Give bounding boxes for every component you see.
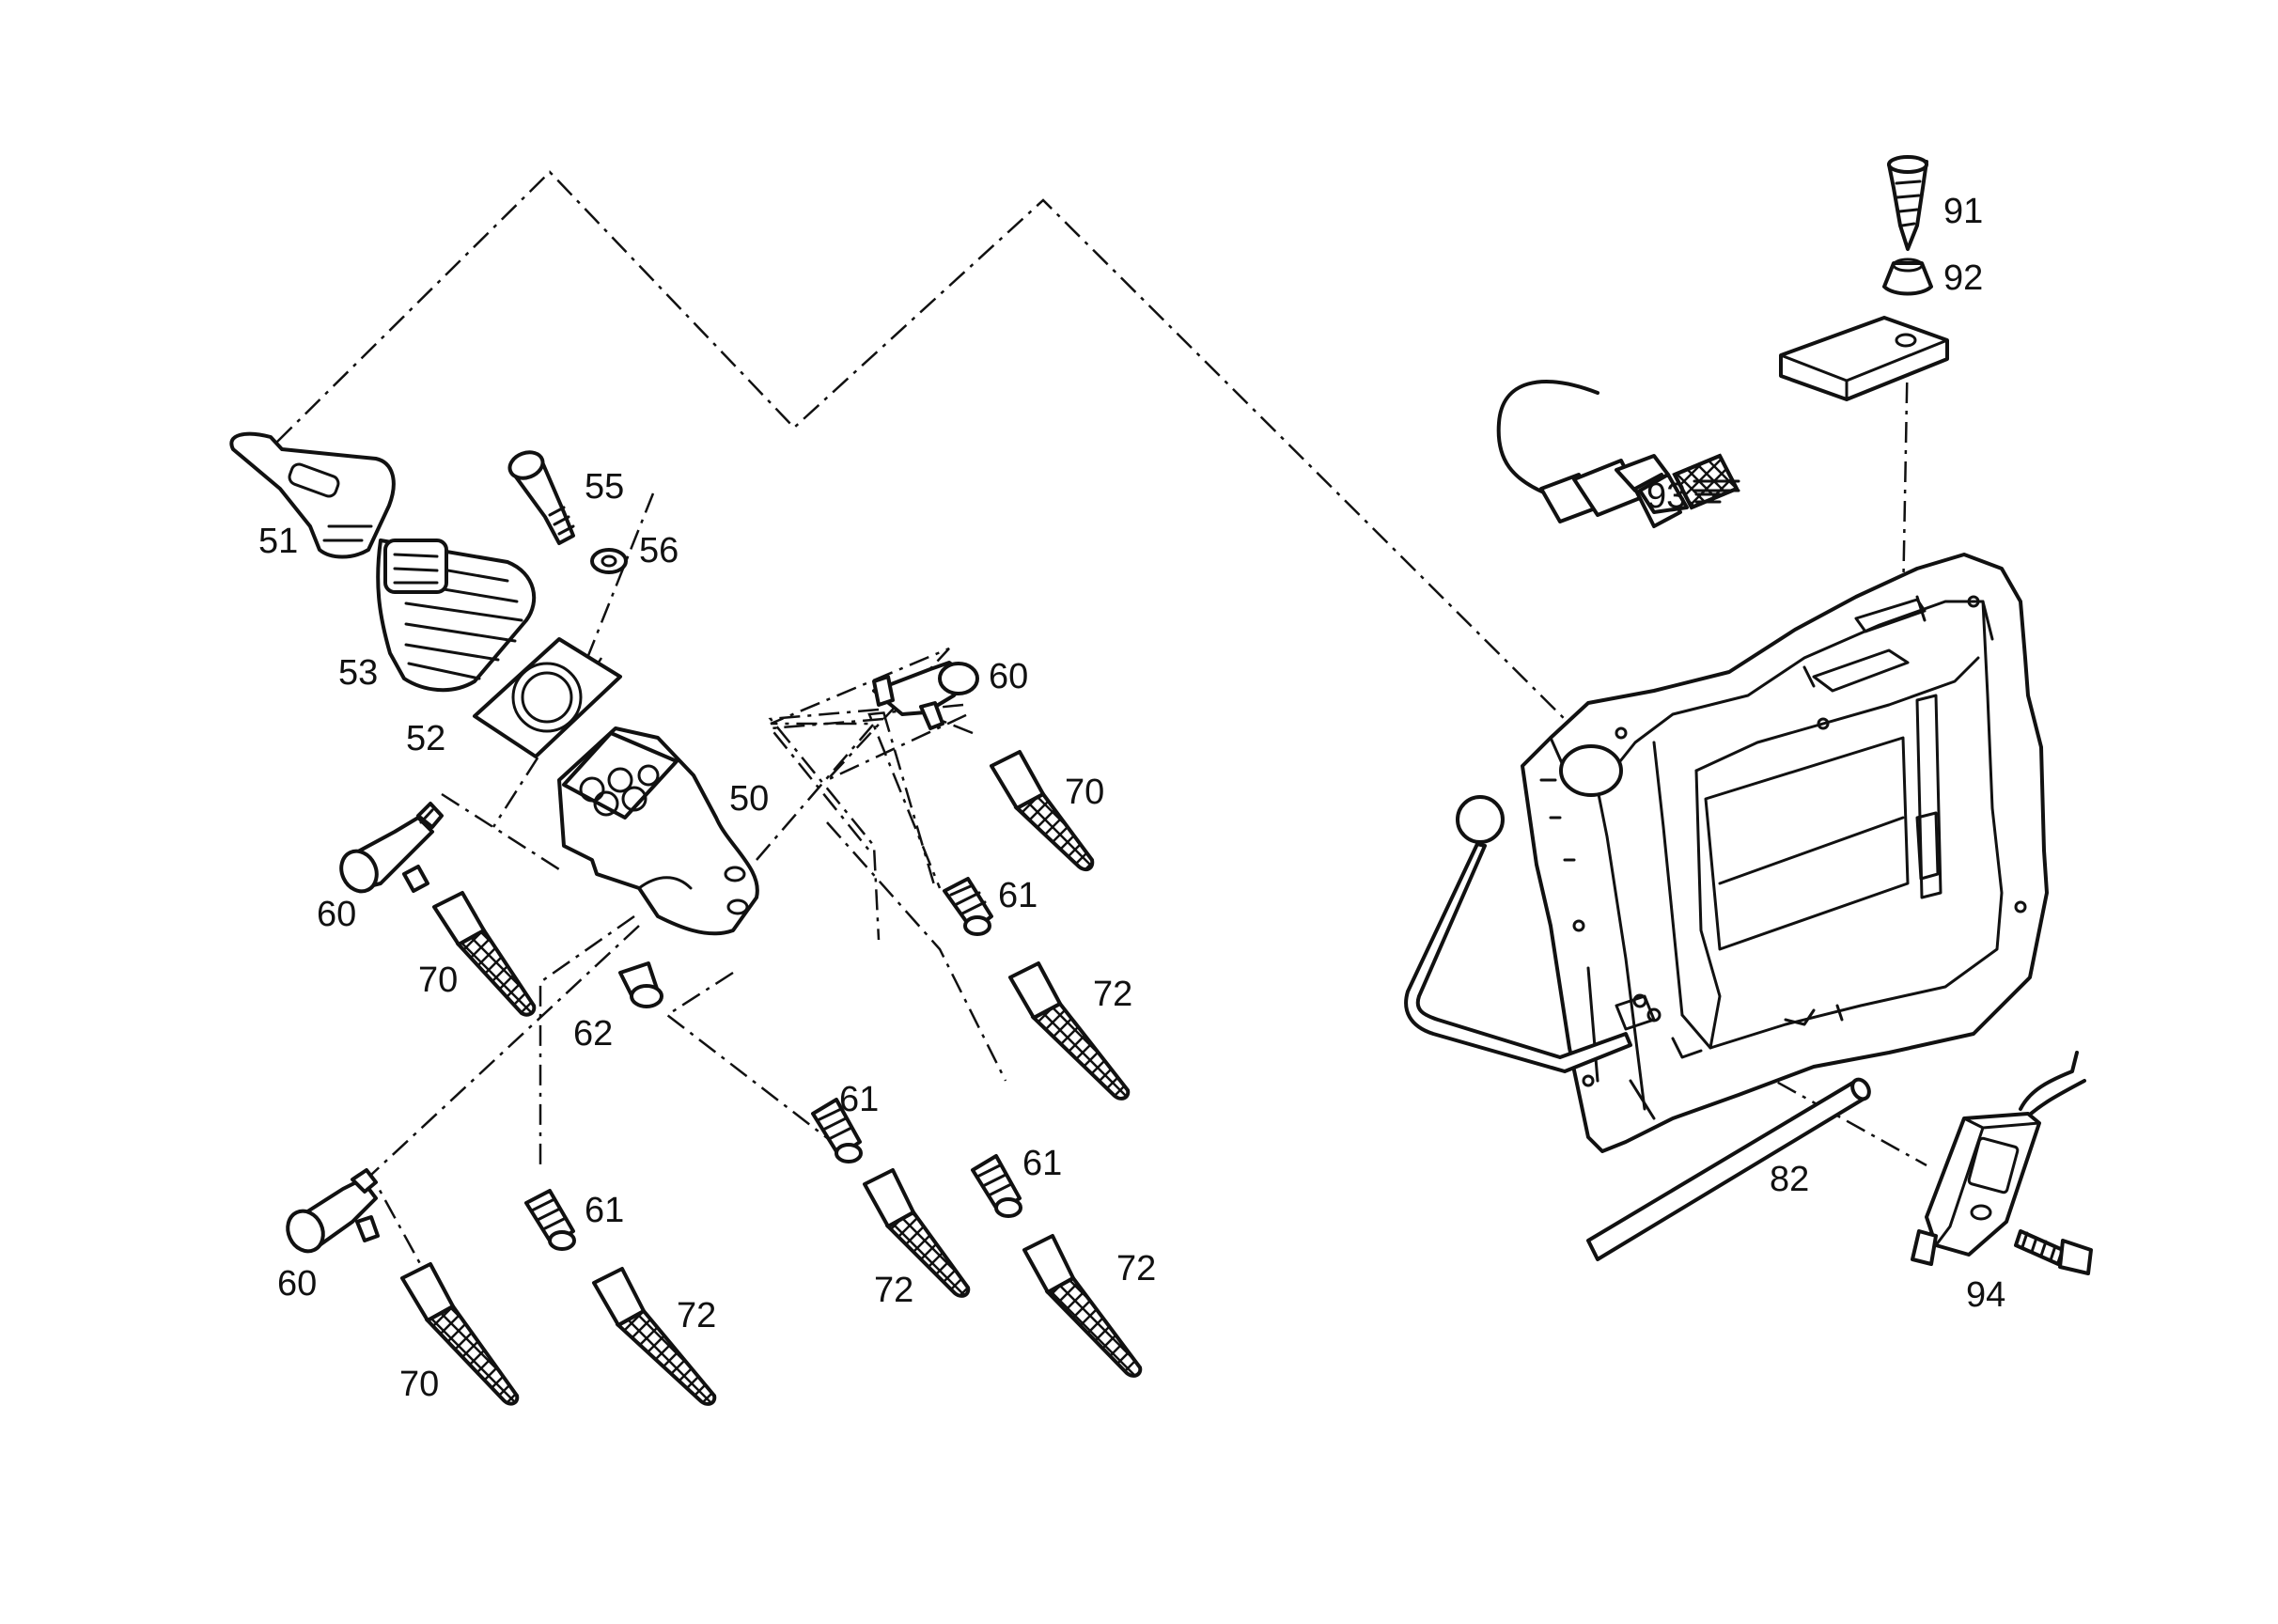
part-82-rod bbox=[1586, 1077, 1871, 1261]
label-93-arrow bbox=[1694, 492, 1722, 504]
part-50-pilot-valve-body bbox=[557, 726, 759, 936]
part-70-hose-b bbox=[990, 750, 1095, 872]
part-91-screw bbox=[1887, 155, 1928, 251]
label-94: 94 bbox=[1966, 1275, 2005, 1315]
label-61-a: 61 bbox=[998, 876, 1038, 915]
label-55: 55 bbox=[585, 467, 624, 507]
part-60-elbow-fitting-b bbox=[872, 661, 979, 730]
label-72-a: 72 bbox=[1093, 975, 1132, 1014]
part-labels: 51 53 52 55 56 50 60 70 60 70 61 72 62 6… bbox=[258, 192, 2005, 1404]
label-56: 56 bbox=[639, 531, 679, 570]
part-60-elbow-fitting-a bbox=[339, 802, 444, 894]
label-72-c: 72 bbox=[1116, 1249, 1156, 1288]
part-61-fitting-d bbox=[524, 1189, 576, 1251]
part-62-plug bbox=[618, 961, 663, 1008]
label-50: 50 bbox=[729, 779, 769, 819]
part-70-hose-c bbox=[400, 1262, 520, 1406]
label-60-c: 60 bbox=[277, 1264, 317, 1304]
part-61-fitting-c bbox=[971, 1154, 1022, 1218]
label-72-d: 72 bbox=[677, 1296, 716, 1335]
label-60-b: 60 bbox=[989, 657, 1028, 696]
part-94-switch bbox=[1911, 1051, 2093, 1275]
label-61-c: 61 bbox=[1022, 1144, 1062, 1183]
label-93: 93 bbox=[1646, 476, 1686, 516]
part-56-washer bbox=[590, 548, 628, 574]
part-93-sensor bbox=[1496, 380, 1740, 528]
part-70-hose-a bbox=[432, 891, 537, 1017]
label-51: 51 bbox=[258, 522, 298, 561]
label-70-a: 70 bbox=[418, 960, 458, 1000]
part-72-hose-d bbox=[592, 1267, 717, 1406]
part-72-hose-a bbox=[1008, 961, 1131, 1101]
label-60-a: 60 bbox=[317, 895, 356, 934]
mounting-frame-housing bbox=[1521, 553, 2049, 1153]
label-92: 92 bbox=[1943, 258, 1983, 298]
label-62: 62 bbox=[573, 1014, 613, 1054]
part-55-cap-screw bbox=[507, 450, 575, 545]
part-94-bolt bbox=[2014, 1229, 2093, 1275]
label-53: 53 bbox=[338, 653, 378, 693]
part-61-fitting-b bbox=[811, 1098, 863, 1163]
label-70-c: 70 bbox=[399, 1365, 439, 1404]
part-72-hose-c bbox=[1022, 1234, 1143, 1378]
retainer-plate bbox=[1779, 316, 1949, 401]
part-61-fitting-a bbox=[943, 877, 993, 936]
label-91: 91 bbox=[1943, 192, 1983, 231]
label-52: 52 bbox=[406, 719, 445, 758]
part-53-bellows bbox=[376, 539, 537, 693]
control-lever-knob bbox=[1404, 795, 1632, 1073]
part-51-joystick-grip bbox=[229, 431, 396, 559]
part-92-conical-washer bbox=[1882, 258, 1933, 296]
label-70-b: 70 bbox=[1065, 773, 1104, 812]
part-60-elbow-fitting-c bbox=[286, 1168, 380, 1254]
part-52-mounting-plate bbox=[473, 637, 622, 758]
label-61-b: 61 bbox=[839, 1080, 879, 1119]
label-61-d: 61 bbox=[585, 1191, 624, 1230]
label-82: 82 bbox=[1770, 1160, 1809, 1199]
label-72-b: 72 bbox=[874, 1271, 913, 1310]
part-72-hose-b bbox=[863, 1168, 971, 1298]
